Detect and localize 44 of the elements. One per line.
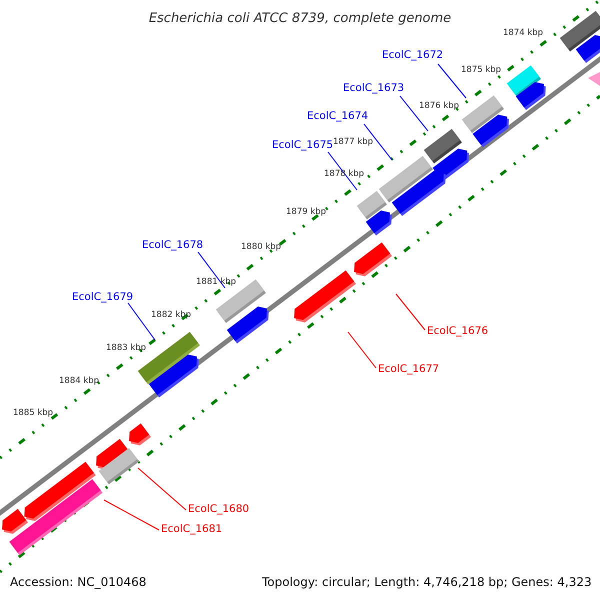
- leader-line: [438, 64, 466, 98]
- gene-feature: [378, 156, 433, 203]
- title: Escherichia coli ATCC 8739, complete genome: [148, 12, 452, 25]
- gene-feature: [354, 242, 392, 276]
- tick-label: 1879 kbp: [286, 208, 326, 216]
- tick-label: 1884 kbp: [59, 377, 100, 386]
- gene-label: EcolC_1680: [188, 504, 250, 514]
- tick-label: 1885 kbp: [13, 409, 54, 418]
- tick-label: 1874 kbp: [503, 29, 544, 38]
- leader-line: [348, 332, 376, 368]
- leader-line: [400, 96, 428, 132]
- gene-feature: [98, 448, 140, 484]
- gene-feature: [424, 128, 462, 164]
- gene-feature: [294, 270, 356, 322]
- leader-line: [396, 294, 426, 330]
- tick-label: 1875 kbp: [461, 66, 502, 74]
- leader-line: [198, 252, 226, 288]
- gene-feature: [356, 190, 387, 220]
- gene-label: EcolC_1674: [307, 111, 368, 122]
- gene-label: EcolC_1681: [161, 524, 222, 534]
- tick-label: 1876 kbp: [419, 102, 460, 110]
- gene-label: EcolC_1678: [142, 240, 204, 250]
- gene-feature: [9, 479, 103, 556]
- leader-line: [104, 500, 160, 530]
- gene-feature: [216, 279, 266, 324]
- leader-line: [128, 302, 156, 340]
- tick-label: 1880 kbp: [241, 243, 282, 252]
- gene-label: EcolC_1679: [72, 292, 134, 302]
- gene-feature: [462, 95, 504, 134]
- leader-line: [364, 124, 392, 160]
- gene-label: EcolC_1673: [343, 83, 404, 94]
- gene-label: EcolC_1677: [378, 364, 440, 374]
- accession-note: Accession: NC_010468: [10, 576, 146, 588]
- gene-label: EcolC_1672: [382, 50, 444, 60]
- leader-line: [328, 152, 358, 190]
- tick-label: 1881 kbp: [196, 278, 236, 286]
- tick-label: 1882 kbp: [151, 311, 192, 320]
- leader-line: [138, 468, 186, 510]
- tick-label: 1883 kbp: [106, 344, 146, 352]
- gene-label: EcolC_1676: [427, 326, 488, 336]
- gene-label: EcolC_1675: [272, 140, 334, 150]
- tick-label: 1878 kbp: [324, 170, 364, 178]
- tick-label: 1877 kbp: [333, 138, 374, 146]
- genome-info-note: Topology: circular; Length: 4,746,218 bp; Genes: 4,323: [262, 576, 592, 588]
